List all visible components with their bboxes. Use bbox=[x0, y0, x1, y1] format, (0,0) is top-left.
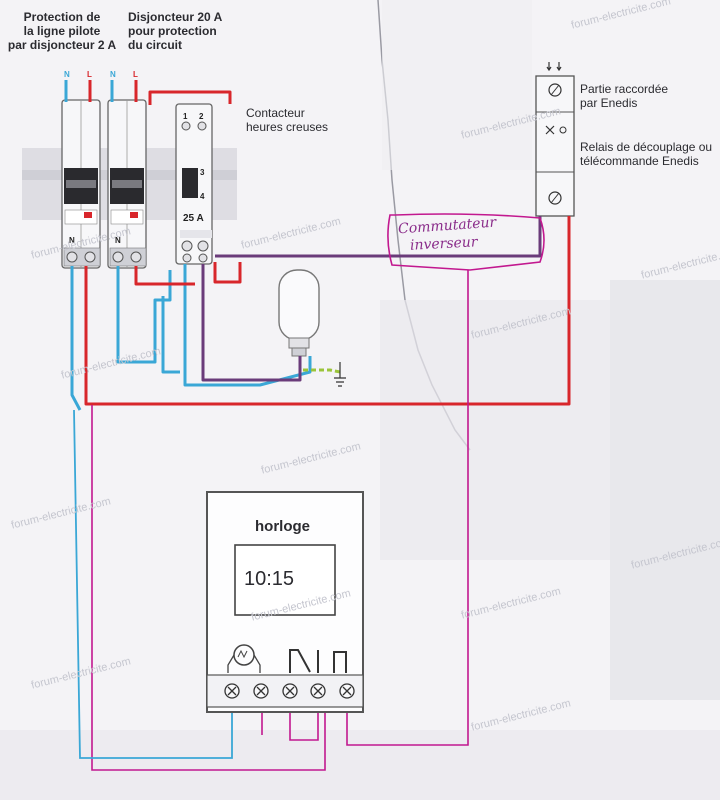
terminal-l-2: L bbox=[133, 70, 138, 79]
water-heater bbox=[278, 269, 320, 357]
enedis-relay bbox=[535, 62, 575, 217]
relay-contact-symbol bbox=[289, 649, 319, 673]
label-disjoncteur-20a: Disjoncteur 20 A pour protection du circ… bbox=[128, 10, 238, 52]
water-heater-tank bbox=[278, 269, 320, 341]
terminal-l-1: L bbox=[87, 70, 92, 79]
label-contacteur: Contacteur heures creuses bbox=[246, 106, 328, 134]
faded-text-area bbox=[382, 0, 532, 170]
terminal-4: 4 bbox=[200, 192, 205, 201]
contactor-heures-creuses bbox=[175, 103, 213, 265]
label-line: heures creuses bbox=[246, 120, 329, 134]
label-partie-raccordee: Partie raccordée par Enedis bbox=[580, 82, 668, 110]
terminal-3: 3 bbox=[200, 168, 205, 177]
terminal-n-1: N bbox=[64, 70, 70, 79]
neutral-wires bbox=[64, 80, 312, 411]
terminal-1: 1 bbox=[183, 112, 188, 121]
terminal-n-2: N bbox=[110, 70, 116, 79]
label-line: pour protection bbox=[128, 24, 217, 38]
terminal-n-bottom-1: N bbox=[69, 236, 75, 245]
horloge-screen bbox=[234, 544, 336, 616]
horloge-terminals bbox=[224, 683, 355, 699]
label-line: Protection de bbox=[23, 10, 101, 24]
pilot-wires bbox=[201, 216, 542, 382]
handwritten-wiring bbox=[73, 213, 545, 771]
breaker-2a bbox=[61, 99, 101, 269]
breaker-20a bbox=[107, 99, 147, 269]
label-line: la ligne pilote bbox=[23, 24, 101, 38]
relay-body bbox=[535, 75, 575, 217]
earth-wire bbox=[303, 368, 341, 374]
horloge-title: horloge bbox=[255, 518, 310, 535]
phase-wires bbox=[84, 80, 571, 406]
earth-symbol bbox=[334, 362, 346, 387]
contactor-switch bbox=[182, 168, 198, 198]
label-line: Partie raccordée bbox=[580, 82, 669, 96]
label-line: Relais de découplage ou bbox=[580, 140, 713, 154]
faded-text-block bbox=[380, 300, 610, 560]
terminal-n-bottom-2: N bbox=[115, 236, 121, 245]
label-relais: Relais de découplage ou télécommande Ene… bbox=[580, 140, 712, 168]
label-line: Contacteur bbox=[246, 106, 305, 120]
label-line: Disjoncteur 20 A bbox=[128, 10, 223, 24]
label-line: par Enedis bbox=[580, 96, 638, 110]
contactor-rating: 25 A bbox=[183, 213, 204, 224]
faded-bottom-block bbox=[0, 730, 720, 800]
handwritten-circle bbox=[387, 213, 545, 271]
label-line: par disjoncteur 2 A bbox=[7, 38, 117, 52]
faded-side-block bbox=[610, 280, 720, 700]
horloge-timer bbox=[206, 491, 364, 713]
label-protection-pilote: Protection de la ligne pilote par disjon… bbox=[6, 10, 118, 52]
label-line: télécommande Enedis bbox=[580, 154, 699, 168]
horloge-time: 10:15 bbox=[244, 568, 295, 590]
label-line: du circuit bbox=[128, 38, 183, 52]
terminal-2: 2 bbox=[199, 112, 204, 121]
